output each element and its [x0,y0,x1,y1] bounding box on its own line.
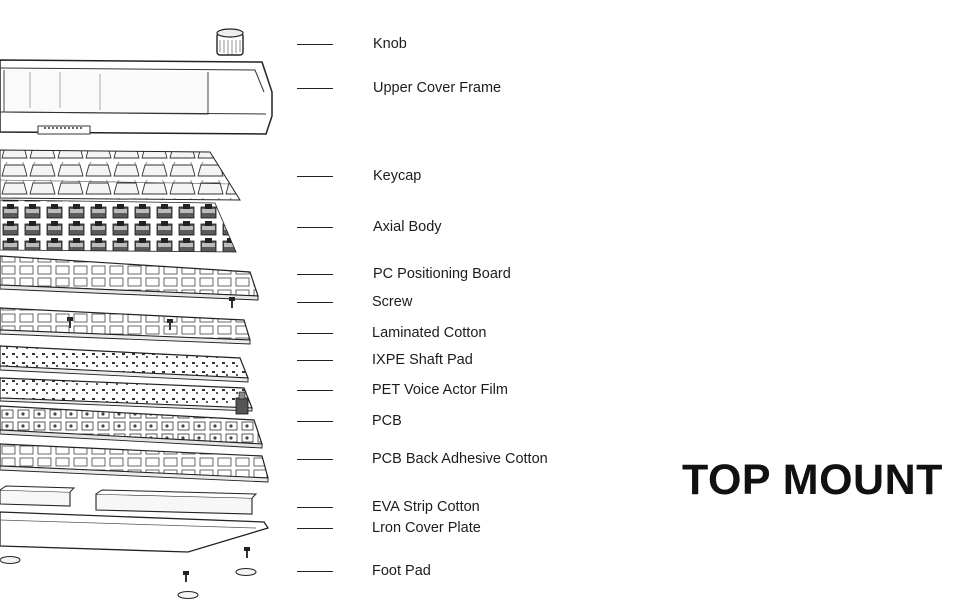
ixpe-shaft-pad-part [0,345,249,383]
eva-strip-cotton-label: EVA Strip Cotton [372,499,480,515]
screw-label: Screw [372,294,413,310]
pcb-leader [297,421,333,422]
foot-pad-label: Foot Pad [372,563,431,579]
pcb-back-adhesive-cotton-part [0,443,269,483]
cover-plate-leader [297,528,333,529]
pc-positioning-board-label: PC Positioning Board [373,266,511,282]
laminated-cotton-leader [297,333,333,334]
cover-plate-part [0,511,270,553]
page-title: TOP MOUNT [682,456,943,504]
eva-strip-cotton-leader [297,507,333,508]
switch-layer [0,199,237,253]
keycap-layer [0,149,241,201]
pet-film-leader [297,390,333,391]
knob-label: Knob [373,36,407,52]
eva-strip-cotton-part [0,485,258,515]
axial-body-label: Axial Body [373,219,442,235]
cover-plate-label: Lron Cover Plate [372,520,481,536]
laminated-cotton-part [0,307,251,345]
screw-leader [297,302,333,303]
upper-cover-frame-part [0,59,273,135]
foot-pad-parts [0,547,257,599]
upper-cover-frame-label: Upper Cover Frame [373,80,502,96]
pcb-label: PCB [372,413,402,429]
keycap-leader [297,176,333,177]
keycap-label: Keycap [373,168,422,184]
pcb-back-adhesive-cotton-leader [297,459,333,460]
pc-positioning-board-leader [297,274,333,275]
laminated-cotton-label: Laminated Cotton [372,325,487,341]
upper-cover-frame-leader [297,88,333,89]
pcb-part [0,391,263,449]
pc-positioning-board-part [0,255,259,301]
axial-body-leader [297,227,333,228]
ixpe-shaft-pad-label: IXPE Shaft Pad [372,352,473,368]
ixpe-shaft-pad-leader [297,360,333,361]
exploded-keyboard-drawing [0,28,273,599]
knob-part [213,28,247,74]
pcb-back-adhesive-cotton-label: PCB Back Adhesive Cotton [372,451,548,467]
pet-film-label: PET Voice Actor Film [372,382,508,398]
knob-leader [297,44,333,45]
foot-pad-leader [297,571,333,572]
pet-film-part [0,377,253,412]
